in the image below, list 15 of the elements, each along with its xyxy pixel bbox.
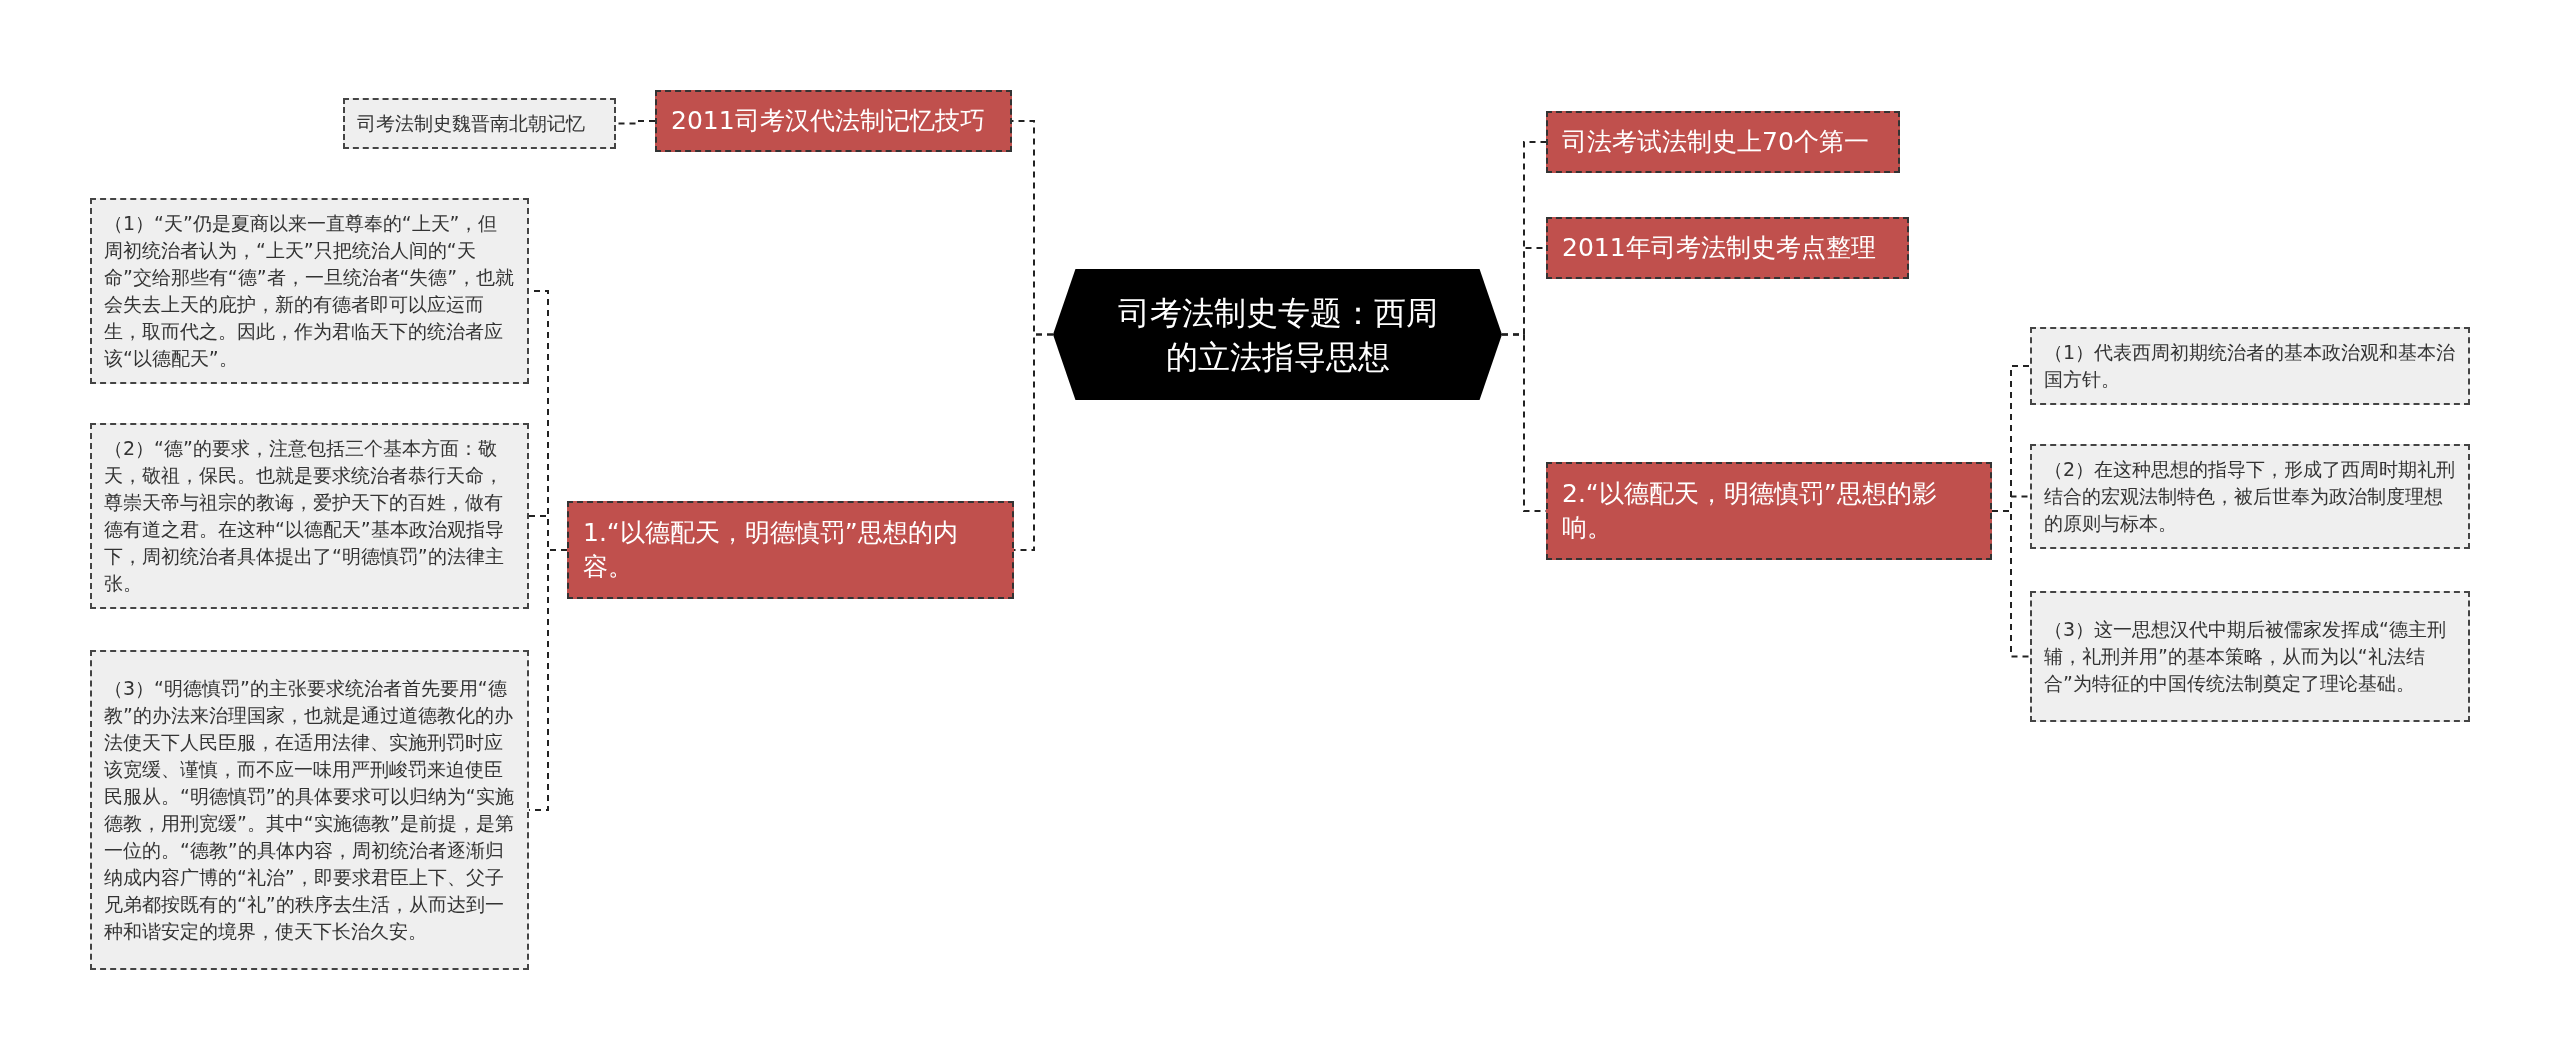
note-box: （3）这一思想汉代中期后被儒家发挥成“德主刑辅，礼刑并用”的基本策略，从而为以“礼法结合”为特征的中国传统法制奠定了理论基础。: [2030, 591, 2470, 722]
topic-box: 2.“以德配天，明德慎罚”思想的影响。: [1546, 462, 1992, 560]
topic-box: 司法考试法制史上70个第一: [1546, 111, 1900, 173]
topic-text: 司考法制史专题：西周的立法指导思想: [1116, 292, 1439, 378]
note-box: （2）在这种思想的指导下，形成了西周时期礼刑结合的宏观法制特色，被后世奉为政治制度理想的原则与标本。: [2030, 444, 2470, 549]
note-box: （1）“天”仍是夏商以来一直尊奉的“上天”，但周初统治者认为，“上天”只把统治人间的“天命”交给那些有“德”者，一旦统治者“失德”，也就会失去上天的庇护，新的有德者即可以应运而生，取而代之。因此，作为君临天下的统治者应该“以德配天”。: [90, 198, 529, 384]
note-box: （1）代表西周初期统治者的基本政治观和基本治国方针。: [2030, 327, 2470, 405]
note-box: （3）“明德慎罚”的主张要求统治者首先要用“德教”的办法来治理国家，也就是通过道德教化的办法使天下人民臣服，在适用法律、实施刑罚时应该宽缓、谨慎，而不应一味用严刑峻罚来迫使臣民服从。“明德慎罚”的具体要求可以归纳为“实施德教，用刑宽缓”。其中“实施德教”是前提，是第一位的。“德教”的具体内容，周初统治者逐渐归纳成内容广博的“礼治”，即要求君臣上下、父子兄弟都按既有的“礼”的秩序去生活，从而达到一种和谐安定的境界，使天下长治久安。: [90, 650, 529, 970]
topic-hexagon: [1053, 269, 1502, 400]
note-box: 司考法制史魏晋南北朝记忆: [343, 98, 616, 149]
connector-line: [1991, 510, 2031, 658]
topic-box: 2011年司考法制史考点整理: [1546, 217, 1909, 279]
topic-box: 1.“以德配天，明德慎罚”思想的内容。: [567, 501, 1014, 599]
topic-box: 2011司考汉代法制记忆技巧: [655, 90, 1012, 152]
note-box: （2）“德”的要求，注意包括三个基本方面：敬天，敬祖，保民。也就是要求统治者恭行天命，尊崇天帝与祖宗的教诲，爱护天下的百姓，做有德有道之君。在这种“以德配天”基本政治观指导下，周初统治者具体提出了“明德慎罚”的法律主张。: [90, 423, 529, 609]
